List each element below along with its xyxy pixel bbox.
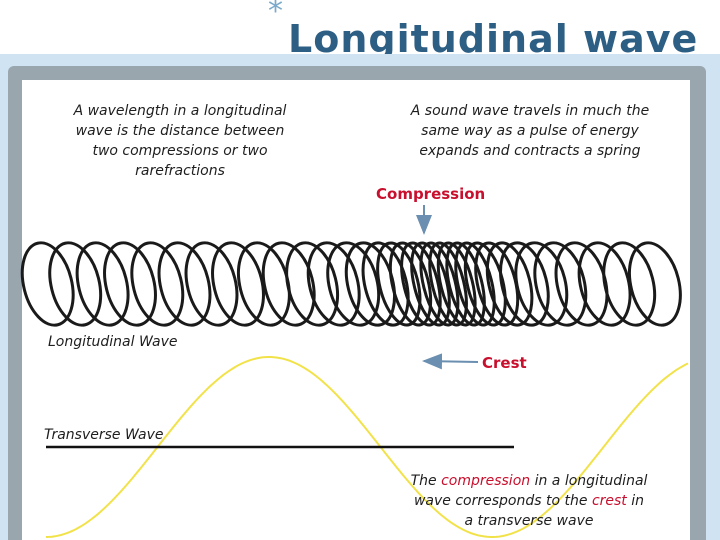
spring-coil bbox=[211, 241, 265, 327]
wavelength-line-1: A wavelength in a longitudinal bbox=[73, 103, 287, 119]
transverse-wave-label: Transverse Wave bbox=[44, 427, 164, 443]
spring-coil bbox=[326, 241, 381, 327]
spring-coil bbox=[485, 241, 534, 327]
spring-coil bbox=[577, 241, 632, 327]
compression-highlight: compression bbox=[441, 473, 531, 489]
spring-coil bbox=[388, 241, 433, 327]
spring-coil bbox=[436, 241, 477, 327]
spring-coil bbox=[103, 241, 157, 327]
spring-coil bbox=[514, 241, 569, 327]
spring-coil bbox=[48, 241, 103, 327]
crest-label: Crest bbox=[482, 354, 527, 372]
spring-coil bbox=[533, 241, 588, 327]
spring-coil bbox=[454, 241, 496, 327]
spring-coil bbox=[419, 241, 460, 327]
title-marker: * bbox=[268, 0, 283, 29]
wavelength-description: A wavelength in a longitudinal wave is t… bbox=[40, 101, 320, 181]
crest-highlight: crest bbox=[591, 493, 627, 509]
crest-arrow bbox=[422, 353, 479, 370]
spring-coil bbox=[157, 241, 212, 327]
spring-coil bbox=[20, 241, 75, 327]
title-bar: * Longitudinal wave bbox=[0, 0, 720, 54]
sound-line-1: A sound wave travels in much the bbox=[410, 103, 650, 119]
spring-coil bbox=[428, 241, 468, 327]
spring-coil bbox=[285, 241, 340, 327]
compression-label: Compression bbox=[376, 185, 486, 203]
sound-wave-description: A sound wave travels in much the same wa… bbox=[382, 101, 678, 161]
wavelength-line-3: two compressions or two bbox=[92, 143, 268, 159]
comparison-text: wave corresponds to the bbox=[413, 493, 592, 509]
wavelength-line-2: wave is the distance between bbox=[75, 123, 285, 139]
transverse-wave-curve bbox=[45, 356, 689, 538]
slide-title: Longitudinal wave bbox=[288, 17, 699, 54]
comparison-text: in a longitudinal bbox=[530, 473, 648, 489]
comparison-description: The compression in a longitudinal wave c… bbox=[384, 471, 674, 531]
sound-line-3: expands and contracts a spring bbox=[419, 143, 641, 159]
spring-coil bbox=[306, 241, 361, 327]
comparison-line-1: The compression in a longitudinal bbox=[384, 471, 674, 491]
spring-coil bbox=[361, 241, 410, 327]
spring-coil bbox=[627, 241, 682, 327]
spring-coil bbox=[184, 241, 239, 327]
spring-coil bbox=[130, 241, 185, 327]
spring-coil bbox=[400, 241, 442, 327]
comparison-text: in bbox=[626, 493, 645, 509]
spring-coil bbox=[410, 241, 451, 327]
spring-coil bbox=[376, 241, 422, 327]
spring-coil bbox=[602, 241, 657, 327]
spring-coil bbox=[261, 241, 316, 327]
wavelength-line-4: rarefractions bbox=[135, 163, 225, 179]
spring-coils bbox=[20, 241, 682, 327]
spring-coil bbox=[499, 241, 550, 327]
sound-line-2: same way as a pulse of energy bbox=[421, 123, 639, 139]
comparison-line-3: a transverse wave bbox=[464, 513, 594, 529]
comparison-text: The bbox=[410, 473, 442, 489]
spring-coil bbox=[75, 241, 130, 327]
comparison-line-2: wave corresponds to the crest in bbox=[384, 491, 674, 511]
spring-coil bbox=[445, 241, 486, 327]
longitudinal-wave-label: Longitudinal Wave bbox=[48, 334, 178, 350]
